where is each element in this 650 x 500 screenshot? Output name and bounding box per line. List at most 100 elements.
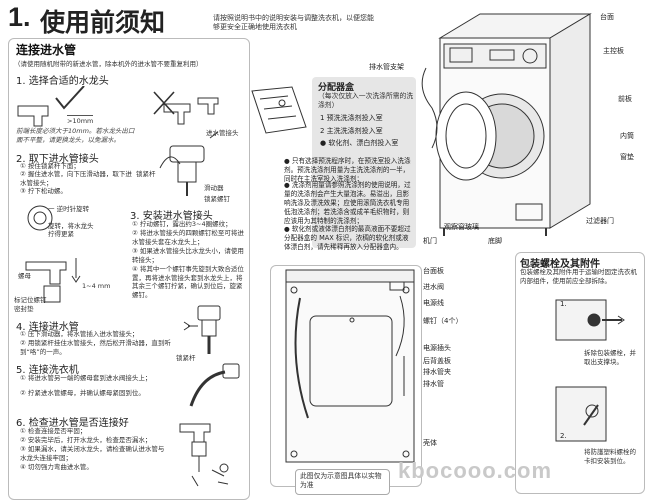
watermark-text: kbocooo.com (398, 458, 553, 483)
lock-lever-label: 锁紧杆 (136, 170, 156, 178)
step3-item-4: ④ 将其中一个螺钉事先旋到大致合适位置，再将进水管接头套到水龙头上，将其余三个螺… (132, 265, 244, 299)
dispenser-title: 分配器盒 (318, 83, 355, 93)
slider-label: 滑动器 (204, 184, 224, 192)
dispenser-slot-icon (449, 47, 473, 63)
door-label: 机门 (423, 237, 437, 245)
packaging-panel (515, 252, 645, 494)
inlet-joint-illustration (159, 131, 219, 196)
step3-title: 3. 安装进水管接头 (130, 211, 213, 222)
step5-title: 5. 连接洗衣机 (16, 365, 79, 376)
mounting-illustration (25, 205, 81, 303)
bolt-icon (587, 313, 601, 327)
step2-item-2: ② 握住进水管，向下压滑动器，取下进水管接头； (20, 170, 132, 187)
back-cover-label: 后背盖板 (423, 357, 451, 365)
packaging-step1-text: 拆除包装螺栓，并取出支撑块。 (584, 349, 636, 366)
diagram-note: 此图仅为示意图具体以实物为准 (300, 472, 382, 489)
packaging-step1-illustration (555, 299, 625, 341)
packaging-step2-illustration (555, 386, 607, 442)
step4-item-1: ① 压下滑动器，将水管插入进水管接头； (20, 330, 139, 338)
back-drain-clip-label: 排水管夹 (423, 368, 451, 376)
step6-title: 6. 检查进水管是否连接好 (16, 418, 129, 429)
back-inlet-valve-label: 进水阀 (423, 283, 444, 291)
faucet-icon (179, 423, 211, 443)
back-drain-hose-label: 排水管 (423, 380, 444, 388)
step4-title: 4. 连接进水管 (16, 322, 79, 333)
back-power-plug-label: 电源插头 (423, 344, 451, 352)
dispenser-bullet-2-text: 洗涤剂用量请参照洗涤剂的使用说明，过量的洗涤剂会产生大量泡沫。易溢出，且影响洗涤… (284, 181, 411, 225)
back-power-cord-label: 电源线 (423, 299, 444, 307)
thread-ring-icon (27, 205, 53, 231)
washer-front-illustration (421, 13, 592, 236)
dispenser-bullet-2: ● 洗涤剂用量请参照洗涤剂的使用说明，过量的洗涤剂会产生大量泡沫。易溢出，且影响… (284, 181, 411, 225)
inlet-joint-label: 进水管接头 (206, 129, 239, 137)
drain-hose-icon (294, 297, 309, 419)
hose-icon (421, 67, 438, 149)
step6-item-4: ④ 切勿强力弯曲进水管。 (20, 463, 93, 471)
back-cover-shape (309, 315, 393, 407)
back-bolts-label: 螺钉（4个） (423, 317, 463, 325)
step6-item-2: ② 安装完毕后，打开水龙头，检查是否漏水； (20, 436, 152, 444)
door-seal-label: 窗垫 (620, 153, 634, 161)
dispenser-bullet-3-text: 软化剂或液体漂白剂的最高液面不要超过分配器盒的 MAX 标识，浓稠的软化剂或液体… (284, 225, 411, 251)
front-bracket-label: 排水管支架 (369, 63, 404, 71)
intro-text: 请按照说明书中的说明安装与调整洗衣机，以便您能够更安全正确地使用洗衣机 (213, 14, 374, 31)
back-top-label: 台面板 (423, 267, 444, 275)
faucet-bad-icon (153, 91, 219, 125)
packaging-step2-num: 2. (560, 432, 567, 440)
packaging-desc: 包装螺栓及其附件用于运输时固定洗衣机内部组件，使用前应全部拆除。 (520, 268, 637, 285)
machine-connect-illustration (189, 363, 240, 407)
step3-item-2: ② 将进水管接头的四颗螺钉松至可将进水管接头套在水龙头上； (132, 229, 244, 246)
faucet-good-icon (17, 86, 85, 127)
lock-screw-label: 锁紧螺钉 (204, 195, 230, 203)
loosen-label: 一 逆时针旋转 (48, 205, 90, 213)
step5-item-1: ① 将进水管另一端的螺母套到进水阀接头上； (20, 374, 152, 382)
faucet-icon (25, 261, 67, 285)
hose-connect-illustration (183, 305, 221, 354)
page-title: 使用前须知 (40, 8, 166, 37)
section-note: （请使用随机附带的新进水管，除本机外的进水管不要重复利用） (14, 60, 203, 68)
section-title: 连接进水管 (16, 43, 77, 57)
step3-item-1: ① 拧动螺钉，露出约3~4圈螺纹； (132, 220, 232, 228)
diagram-note-box (295, 469, 390, 495)
faucet-illustrations (17, 86, 219, 127)
packaging-title: 包装螺栓及其附件 (520, 259, 600, 270)
step2-title: 2. 取下进水管接头 (16, 154, 99, 165)
dispenser-bullet-1-text: 只有选择预洗程序时，在预洗室投入洗涤剂。预洗洗涤剂用量为主洗洗涤剂的一半，同时在… (284, 157, 411, 183)
pin-label: 标记位螺钉 (14, 296, 47, 304)
packaging-step2-text: 将防護塑料螺栓的卡扣安装到位。 (584, 448, 636, 465)
bolt-icon (290, 286, 298, 294)
step1-note: 前端长度必须大于10mm。若水龙头出口面不平整，请更换龙头，以免漏水。 (16, 127, 135, 144)
dispenser-drawer-illustration (251, 86, 307, 134)
step1-title: 1. 选择合适的水龙头 (16, 76, 109, 87)
base-label: 底脚 (488, 237, 502, 245)
dispenser-item-1: 1 预洗洗涤剂投入室 (320, 114, 383, 122)
step2-item-3: ③ 拧下松动螺。 (20, 187, 67, 195)
door-shape (435, 91, 497, 181)
front-control-panel-label: 主控板 (603, 47, 624, 55)
step6-item-3: ③ 如果漏水，请关闭水龙头，请检查确认进水管与水龙头连接牢固； (20, 445, 165, 462)
gap-label: 1~4 mm (82, 282, 111, 290)
inlet-valve-icon (389, 281, 405, 291)
back-shell-label: 壳体 (423, 439, 437, 447)
front-panel-label: 前板 (618, 95, 632, 103)
dispenser-item-3: ● 软化剂、漂白剂投入室 (320, 139, 399, 147)
step2-item-1: ① 按住锁紧杆下面； (20, 162, 80, 170)
nut-label: 螺母 (18, 272, 31, 280)
tighten-label: 旋转，将水龙头 拧得更紧 (48, 222, 94, 238)
inlet-joint-icon (159, 131, 219, 196)
filter-door-shape (515, 203, 543, 221)
program-knob-icon (522, 48, 538, 64)
hand-icon (183, 321, 198, 331)
dispenser-bullet-1: ● 只有选择预洗程序时，在预洗室投入洗涤剂。预洗洗涤剂用量为主洗洗涤剂的一半，同… (284, 157, 411, 183)
front-top-panel-label: 台面 (600, 13, 614, 21)
dispenser-subtitle: （每次仅放入一次洗涤所需的洗涤剂） (318, 92, 414, 109)
inner-drum-label: 内筒 (620, 132, 634, 140)
back-top-shape (285, 269, 415, 283)
packaging-step1-num: 1. (560, 300, 567, 308)
filter-door-label: 过滤器门 (586, 217, 614, 225)
drop-icon (191, 469, 229, 487)
leak-check-illustration (179, 423, 229, 487)
plug-cap-icon (585, 404, 599, 418)
dispenser-area (312, 77, 416, 248)
lock-lever-label-2: 锁紧杆 (176, 354, 196, 362)
